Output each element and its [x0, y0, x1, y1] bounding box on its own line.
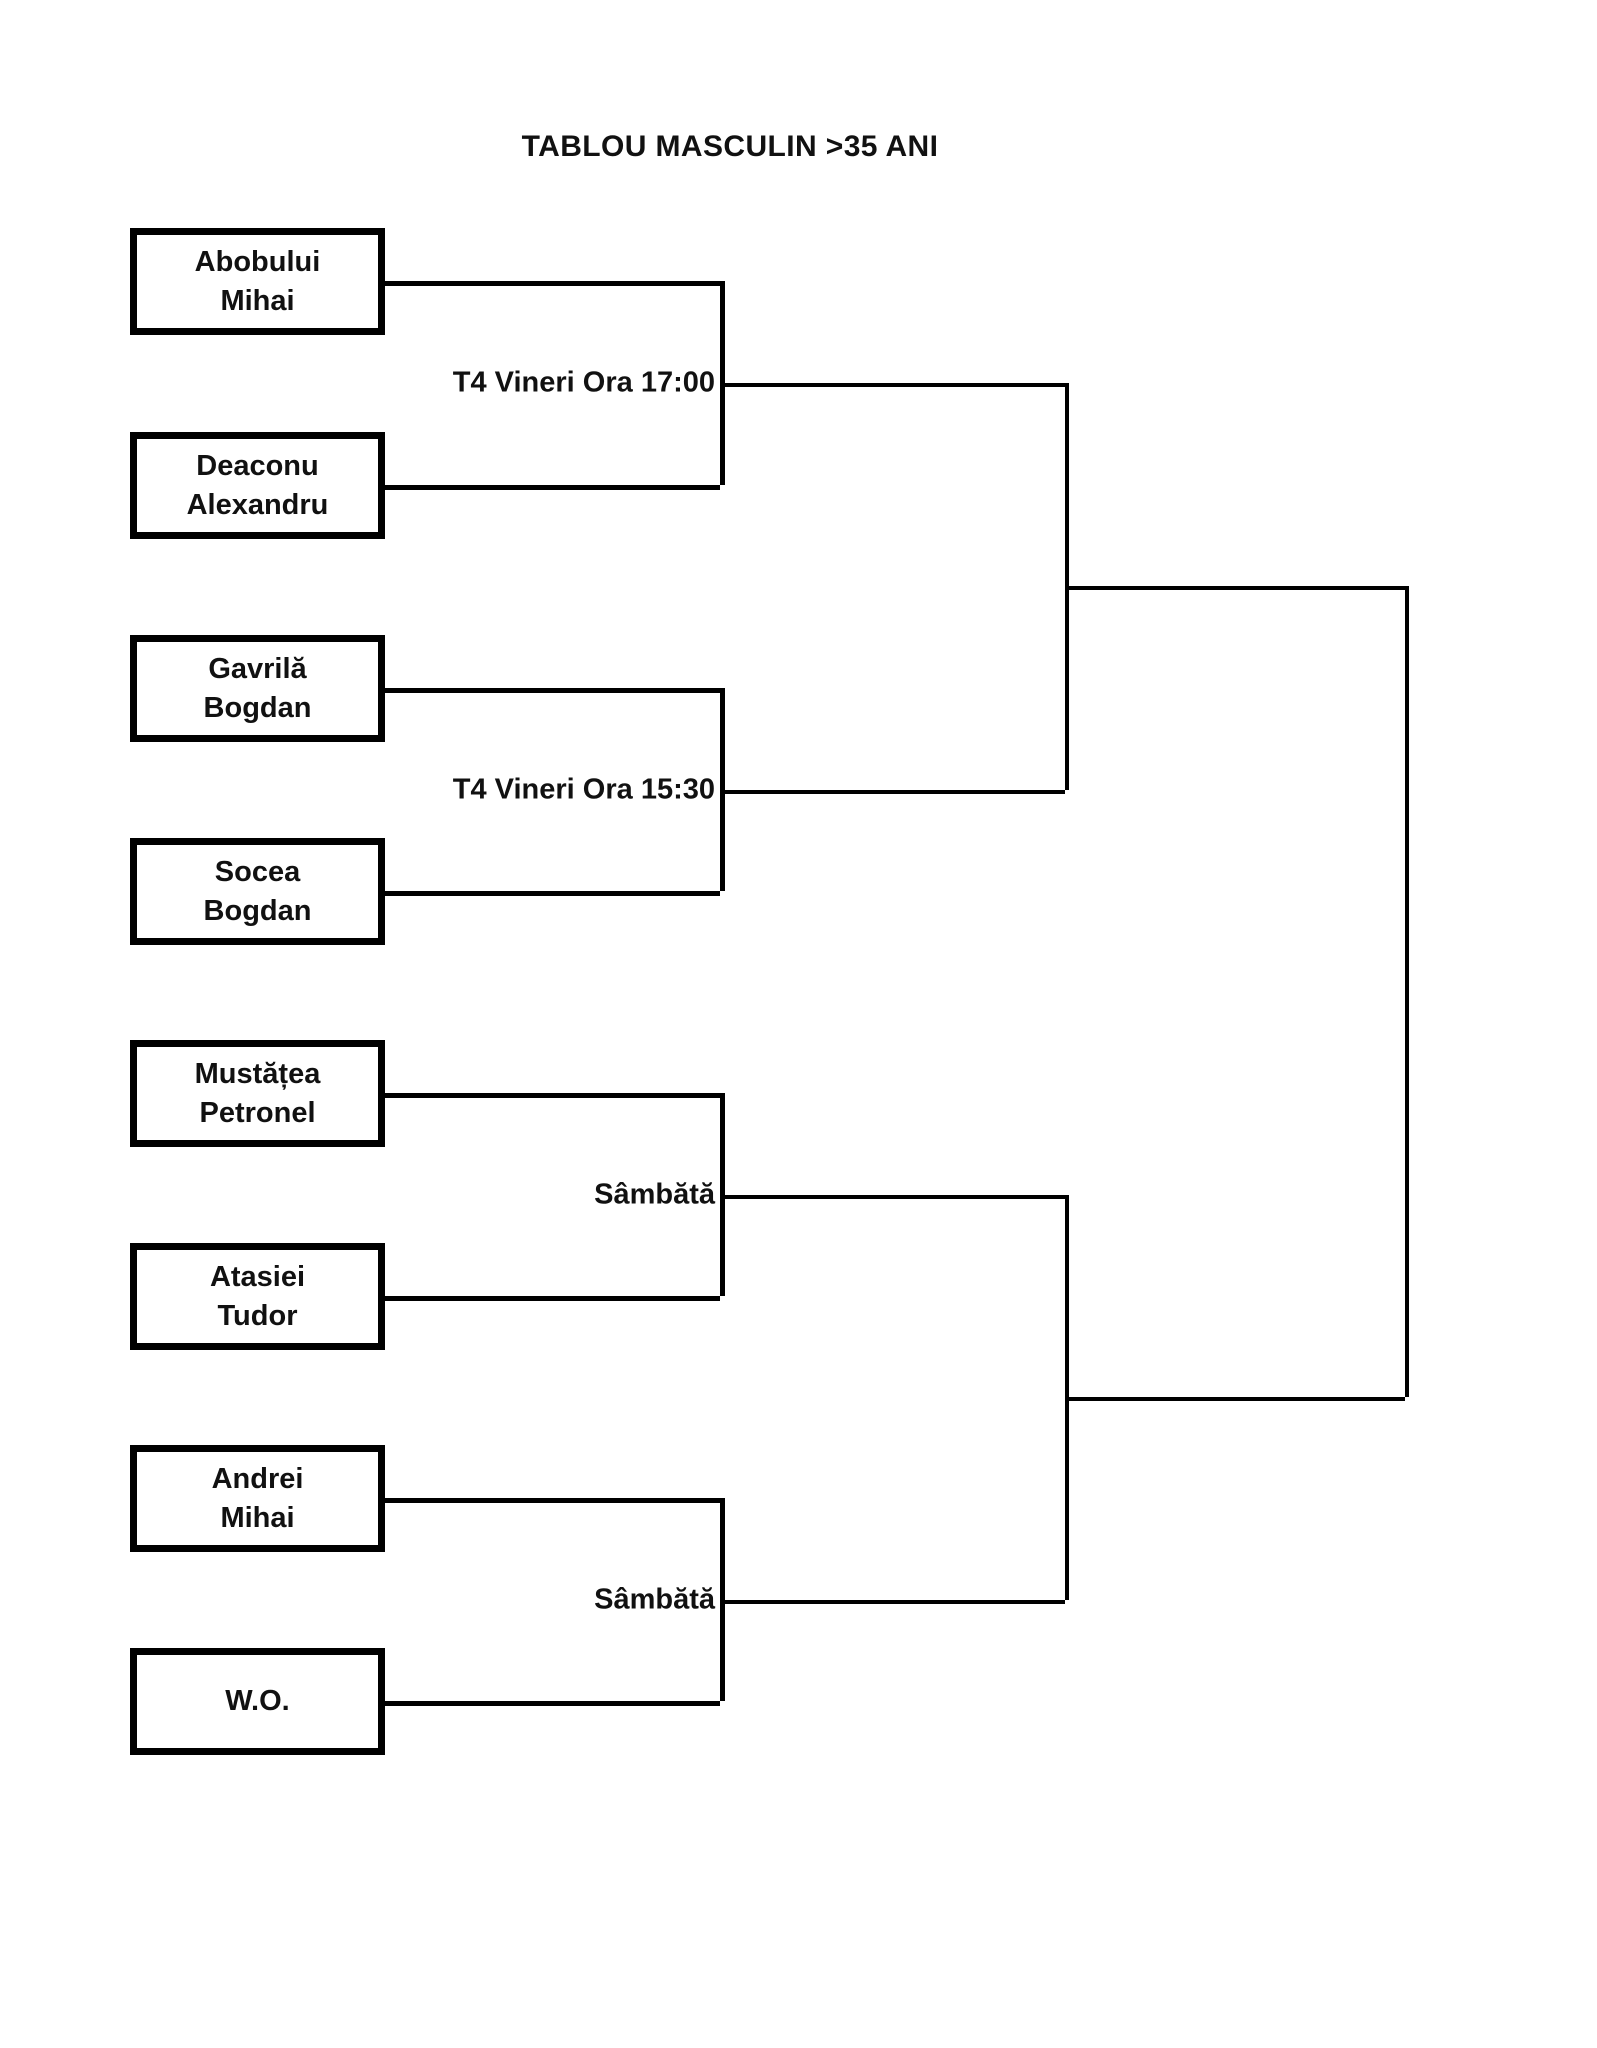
connector-r2-semiA-bottom: [720, 790, 1065, 794]
match-label-2: T4 Vineri Ora 15:30: [452, 773, 715, 806]
player-name-line2: Tudor: [217, 1299, 298, 1332]
connector-r1-m2-top: [385, 688, 720, 693]
player-name-line1: Andrei: [211, 1462, 304, 1495]
player-name-line1: Socea: [214, 855, 301, 888]
player-box-2[interactable]: Deaconu Alexandru: [130, 432, 385, 539]
connector-final-top: [1065, 586, 1405, 590]
player-name-line2: Mihai: [220, 1501, 295, 1534]
player-name-line2: Alexandru: [186, 488, 329, 521]
connector-r1-m4-bottom: [385, 1701, 720, 1706]
player-name-line2: Bogdan: [203, 894, 312, 927]
player-name-line1: Atasiei: [209, 1260, 306, 1293]
player-name-line1: Abobului: [194, 245, 321, 278]
player-name-line1: Mustățea: [194, 1057, 321, 1090]
connector-r1-m3-vertical: [720, 1093, 725, 1296]
connector-r1-m1-top: [385, 281, 720, 286]
connector-r1-m4-top: [385, 1498, 720, 1503]
match-label-3: Sâmbătă: [594, 1178, 715, 1211]
connector-r1-m2-bottom: [385, 891, 720, 896]
player-box-7[interactable]: Andrei Mihai: [130, 1445, 385, 1552]
player-name-line1: Gavrilă: [208, 652, 307, 685]
player-box-5[interactable]: Mustățea Petronel: [130, 1040, 385, 1147]
connector-r1-m3-bottom: [385, 1296, 720, 1301]
player-name-line2: Bogdan: [203, 691, 312, 724]
connector-r1-m3-top: [385, 1093, 720, 1098]
player-name-line2: Petronel: [199, 1096, 316, 1129]
player-box-6[interactable]: Atasiei Tudor: [130, 1243, 385, 1350]
match-label-1: T4 Vineri Ora 17:00: [452, 366, 715, 399]
connector-r2-semiA-top: [720, 383, 1065, 387]
connector-r1-m2-vertical: [720, 688, 725, 891]
connector-r2-semiB-bottom: [720, 1600, 1065, 1604]
player-name-line1: Deaconu: [196, 449, 319, 482]
connector-r1-m1-bottom: [385, 485, 720, 490]
player-box-4[interactable]: Socea Bogdan: [130, 838, 385, 945]
player-name-line2: Mihai: [220, 284, 295, 317]
player-box-1[interactable]: Abobului Mihai: [130, 228, 385, 335]
player-name-line1: W.O.: [225, 1685, 290, 1717]
match-label-4: Sâmbătă: [594, 1583, 715, 1616]
page-title: TABLOU MASCULIN >35 ANI: [521, 130, 939, 163]
connector-final-bottom: [1065, 1397, 1405, 1401]
connector-final-vertical: [1405, 586, 1409, 1397]
connector-r1-m4-vertical: [720, 1498, 725, 1701]
player-box-8[interactable]: W.O.: [130, 1648, 385, 1755]
player-box-3[interactable]: Gavrilă Bogdan: [130, 635, 385, 742]
connector-r2-semiB-top: [720, 1195, 1065, 1199]
